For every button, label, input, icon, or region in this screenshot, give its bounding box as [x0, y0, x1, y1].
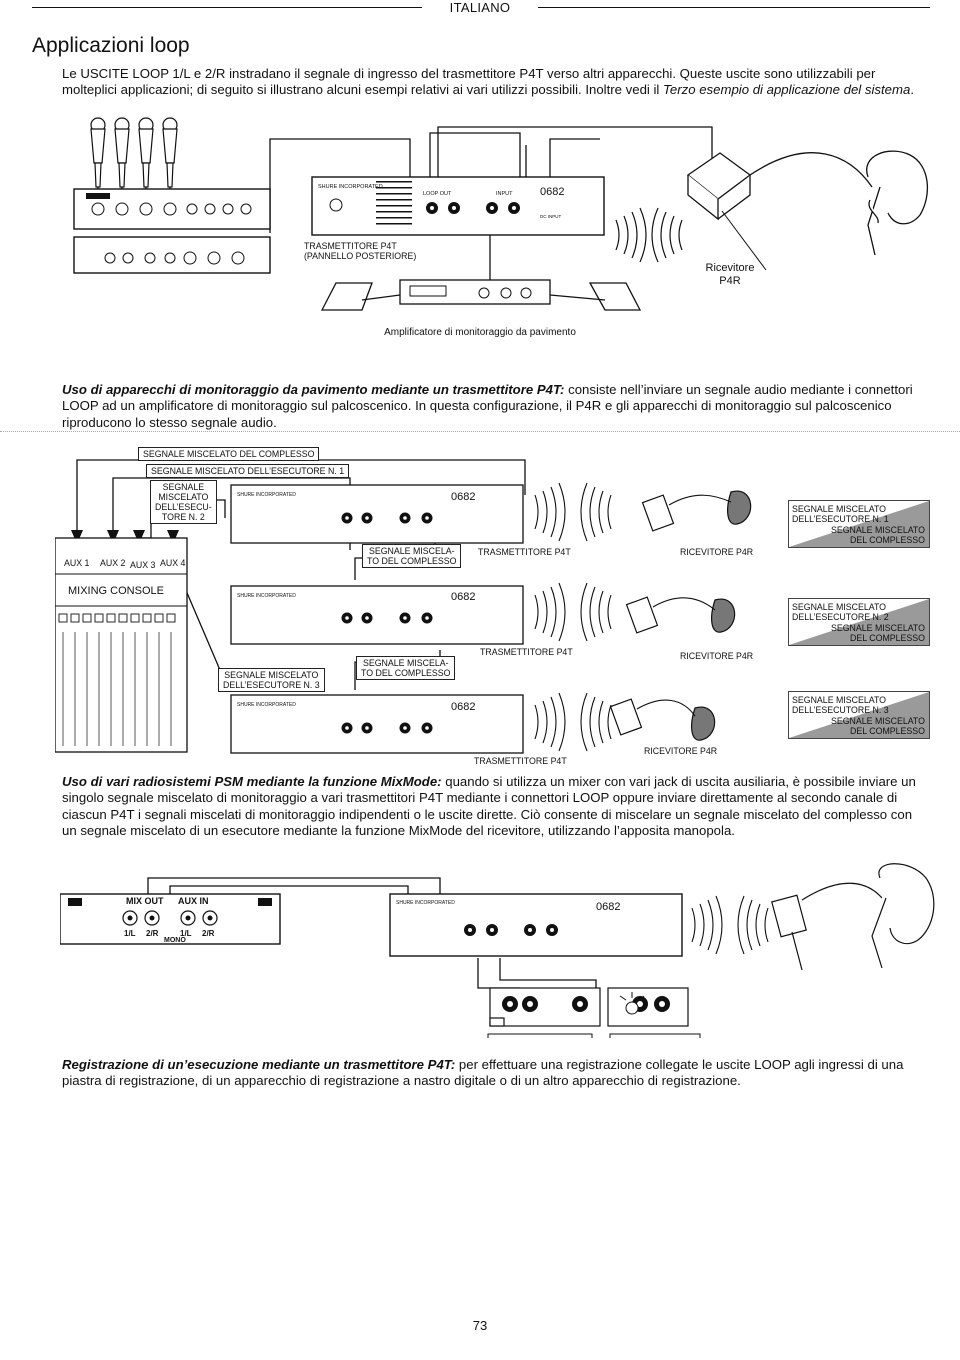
jack-2r-a: 2/R — [146, 929, 159, 938]
tx1-dc-input: DC INPUT — [540, 214, 562, 219]
transmitter-stack: 0682 0682 0682 SHURE INCORPORATED SHURE … — [230, 484, 524, 754]
tx3-brand: SHURE INCORPORATED — [396, 900, 455, 906]
section3-heading: Registrazione di un’esecuzione mediante … — [62, 1057, 456, 1072]
jack-1l-a: 1/L — [124, 929, 136, 938]
diagram-mixmode: 0682 0682 0682 SHURE INCORPORATED SHURE … — [55, 459, 752, 754]
rx2b-label: RICEVITORE P4R — [680, 651, 754, 661]
tx-rear-label: TRASMETTITORE P4T(PANNELLO POSTERIORE) — [304, 241, 417, 261]
aux4-label: AUX 4 — [160, 558, 186, 568]
intro-italic-ref: Terzo esempio di applicazione del sistem… — [663, 82, 911, 98]
amplifier-label: Amplificatore di monitoraggio da pavimen… — [384, 327, 576, 338]
tx2a-label: TRASMETTITORE P4T — [478, 547, 571, 557]
mix-esecutore1-box: SEGNALE MISCELATO DELL’ESECUTORE N. 1 — [146, 464, 350, 478]
tx2b-label: TRASMETTITORE P4T — [480, 647, 573, 657]
diagram-floor-monitor: SHURE INCORPORATED LOOP OUT INPUT 0682 D… — [73, 117, 929, 311]
tx2a-ce: 0682 — [451, 491, 475, 503]
microphones — [90, 117, 178, 188]
loop-complesso-box-2: SEGNALE MISCELA-TO DEL COMPLESSO — [356, 656, 456, 680]
jack-1l-b: 1/L — [180, 929, 192, 938]
tx2c-brand: SHURE INCORPORATED — [237, 702, 296, 708]
mono-label: MONO — [164, 937, 186, 944]
tx1-brand: SHURE INCORPORATED — [318, 184, 383, 190]
tx3-ce: 0682 — [596, 901, 620, 913]
section2-paragraph: Uso di vari radiosistemi PSM mediante la… — [62, 774, 916, 839]
tx2b-brand: SHURE INCORPORATED — [237, 593, 296, 599]
section2-heading: Uso di vari radiosistemi PSM mediante la… — [62, 774, 442, 789]
section3-paragraph: Registrazione di un’esecuzione mediante … — [62, 1057, 904, 1089]
tx2b-ce: 0682 — [451, 591, 475, 603]
loop-complesso-box-1: SEGNALE MISCELA-TO DEL COMPLESSO — [362, 544, 462, 568]
mixing-console-label: MIXING CONSOLE — [68, 585, 164, 597]
language-label: ITALIANO — [449, 0, 511, 15]
tx2c-label: TRASMETTITORE P4T — [474, 756, 567, 766]
section1-paragraph: Uso di apparecchi di monitoraggio da pav… — [62, 382, 913, 430]
header-rule-right — [538, 7, 930, 8]
tx2c-ce: 0682 — [451, 701, 475, 713]
aux2-label: AUX 2 — [100, 558, 126, 568]
rx2c-label: RICEVITORE P4R — [644, 746, 718, 756]
aux1-label: AUX 1 — [64, 558, 90, 568]
header-rule-left — [32, 7, 422, 8]
tx1-ce: 0682 — [540, 186, 564, 198]
diagram-recording: MIX OUT AUX IN 1/L 2/R 1/L 2/R MONO SHUR… — [60, 863, 935, 1038]
tx1-loop-out: LOOP OUT — [423, 191, 452, 197]
section1-heading: Uso di apparecchi di monitoraggio da pav… — [62, 382, 565, 397]
intro-paragraph: Le USCITE LOOP 1/L e 2/R instradano il s… — [62, 66, 914, 98]
tx2a-brand: SHURE INCORPORATED — [237, 492, 296, 498]
mix-complesso-box: SEGNALE MISCELATO DEL COMPLESSO — [138, 447, 320, 461]
rx2a-label: RICEVITORE P4R — [680, 547, 754, 557]
jack-2r-b: 2/R — [202, 929, 215, 938]
page-number: 73 — [472, 1318, 488, 1333]
aux3-label: AUX 3 — [130, 560, 156, 570]
section-divider — [0, 431, 960, 432]
page-title: Applicazioni loop — [32, 34, 190, 57]
mix-out-label: MIX OUT — [126, 896, 164, 906]
tx1-input: INPUT — [496, 191, 513, 197]
aux-in-label: AUX IN — [178, 896, 209, 906]
